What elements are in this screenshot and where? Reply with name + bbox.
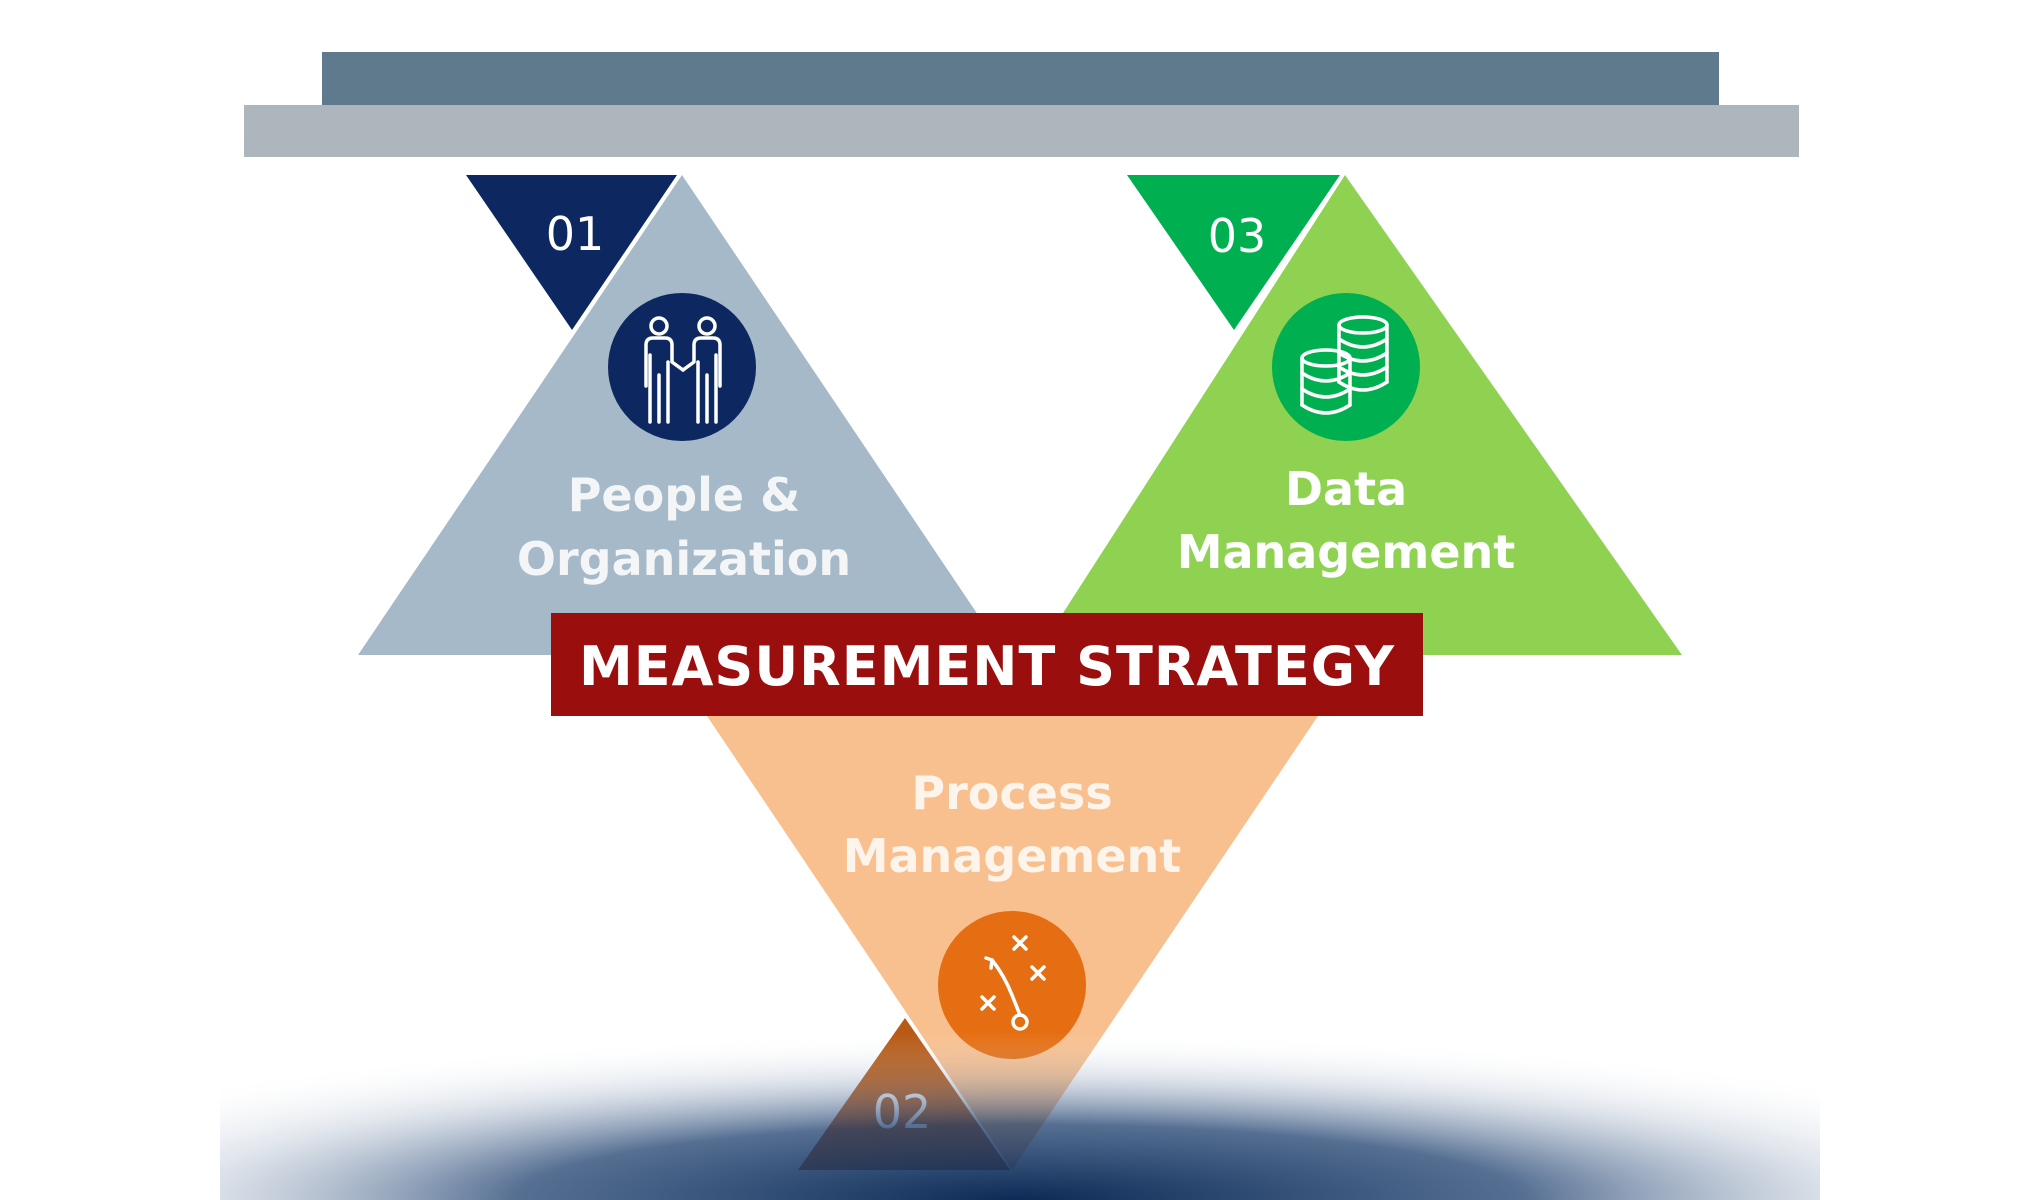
icon-circle bbox=[1272, 293, 1420, 441]
pillar-label-line1: Process bbox=[911, 766, 1112, 820]
pillar-label-line2: Management bbox=[1177, 525, 1516, 579]
banner-title: MEASUREMENT STRATEGY bbox=[579, 635, 1395, 698]
pillar-data-management: 03 Data Management bbox=[1036, 175, 1682, 655]
people-holding-hands-icon bbox=[644, 316, 722, 424]
pillar-number: 01 bbox=[546, 207, 605, 261]
pillar-people-organization: 01 People & Organization bbox=[358, 175, 1005, 655]
floor-shadow bbox=[220, 960, 1820, 1200]
pillar-label-line2: Management bbox=[843, 829, 1182, 883]
banner-box bbox=[551, 613, 1423, 716]
top-beam bbox=[244, 52, 1799, 157]
pillar-label-line1: Data bbox=[1285, 462, 1407, 516]
icon-circle bbox=[608, 293, 756, 441]
database-stack-icon bbox=[1300, 315, 1389, 415]
beam-upper-bar bbox=[322, 52, 1719, 105]
pillar-number: 03 bbox=[1208, 209, 1267, 263]
measurement-strategy-banner: MEASUREMENT STRATEGY bbox=[551, 613, 1423, 716]
number-badge bbox=[466, 175, 677, 330]
beam-lower-bar bbox=[244, 105, 1799, 157]
number-badge bbox=[1127, 175, 1340, 330]
pillar-label-line1: People & bbox=[568, 468, 801, 522]
pillar-label-line2: Organization bbox=[517, 532, 851, 586]
